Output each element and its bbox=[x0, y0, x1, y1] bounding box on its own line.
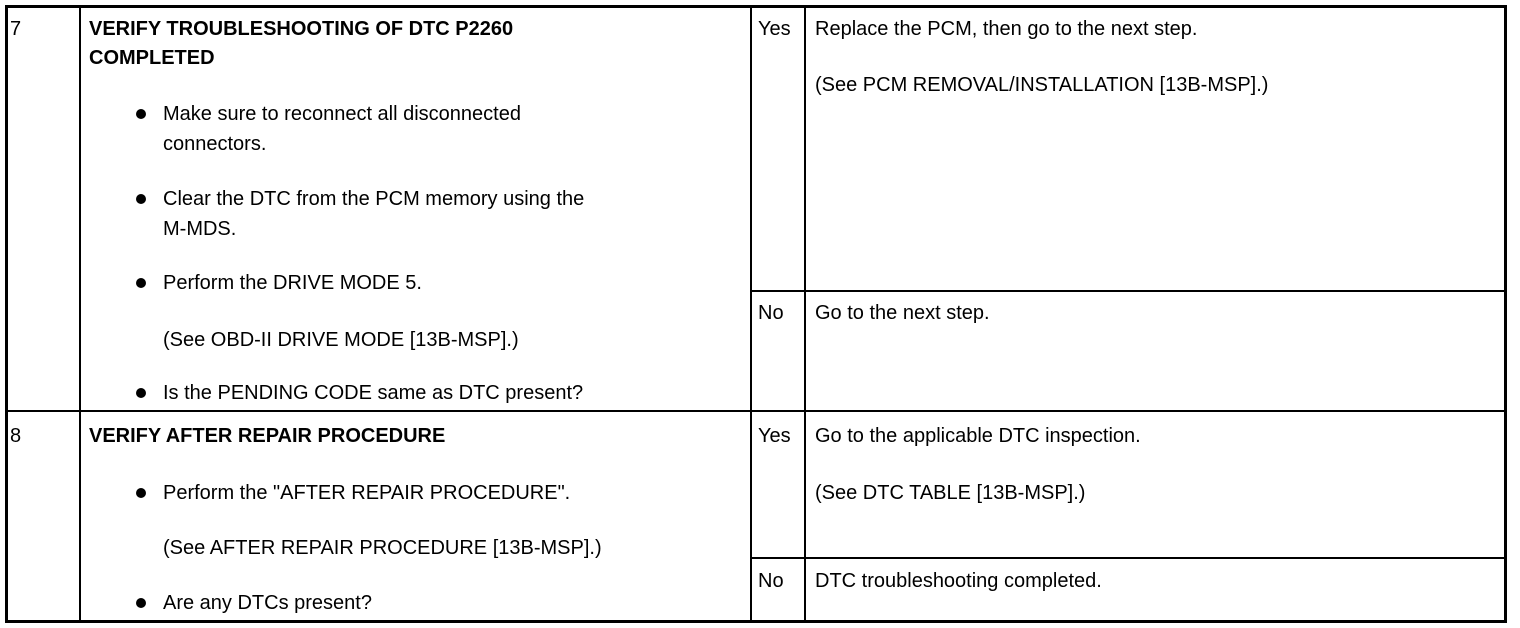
answer-divider-row7 bbox=[750, 290, 1507, 292]
bullet-dot bbox=[136, 388, 146, 398]
no-label: No bbox=[758, 302, 784, 324]
yes-label: Yes bbox=[758, 425, 791, 447]
bullet-dot bbox=[136, 598, 146, 608]
bullet-dot bbox=[136, 278, 146, 288]
instruction-text: Clear the DTC from the PCM memory using … bbox=[163, 188, 585, 210]
no-action-text: DTC troubleshooting completed. bbox=[815, 570, 1102, 592]
instruction-text-continued: M-MDS. bbox=[163, 218, 237, 240]
step-number: 8 bbox=[10, 425, 22, 447]
yes-action-text: Go to the applicable DTC inspection. bbox=[815, 425, 1141, 447]
row-divider bbox=[5, 410, 1507, 412]
column-divider-step bbox=[79, 5, 81, 623]
instruction-text-continued: connectors. bbox=[163, 133, 267, 155]
instruction-text: Is the PENDING CODE same as DTC present? bbox=[163, 382, 584, 404]
step-title-continued: COMPLETED bbox=[89, 47, 215, 69]
instruction-text: Perform the "AFTER REPAIR PROCEDURE". bbox=[163, 482, 571, 504]
column-divider-result bbox=[804, 5, 806, 623]
reference-link[interactable]: (See OBD-II DRIVE MODE [13B-MSP].) bbox=[163, 329, 519, 351]
bullet-dot bbox=[136, 488, 146, 498]
bullet-dot bbox=[136, 109, 146, 119]
instruction-text: Are any DTCs present? bbox=[163, 592, 372, 614]
step-number: 7 bbox=[10, 18, 22, 40]
answer-divider-row8 bbox=[750, 557, 1507, 559]
reference-link[interactable]: (See PCM REMOVAL/INSTALLATION [13B-MSP].… bbox=[815, 74, 1269, 96]
no-label: No bbox=[758, 570, 784, 592]
no-action-text: Go to the next step. bbox=[815, 302, 990, 324]
step-title: VERIFY AFTER REPAIR PROCEDURE bbox=[89, 425, 446, 447]
instruction-text: Make sure to reconnect all disconnected bbox=[163, 103, 521, 125]
troubleshooting-table bbox=[5, 5, 1507, 623]
instruction-text: Perform the DRIVE MODE 5. bbox=[163, 272, 422, 294]
yes-action-text: Replace the PCM, then go to the next ste… bbox=[815, 18, 1198, 40]
yes-label: Yes bbox=[758, 18, 791, 40]
column-divider-action bbox=[750, 5, 752, 623]
step-title: VERIFY TROUBLESHOOTING OF DTC P2260 bbox=[89, 18, 514, 40]
reference-link[interactable]: (See DTC TABLE [13B-MSP].) bbox=[815, 482, 1086, 504]
bullet-dot bbox=[136, 194, 146, 204]
reference-link[interactable]: (See AFTER REPAIR PROCEDURE [13B-MSP].) bbox=[163, 537, 602, 559]
